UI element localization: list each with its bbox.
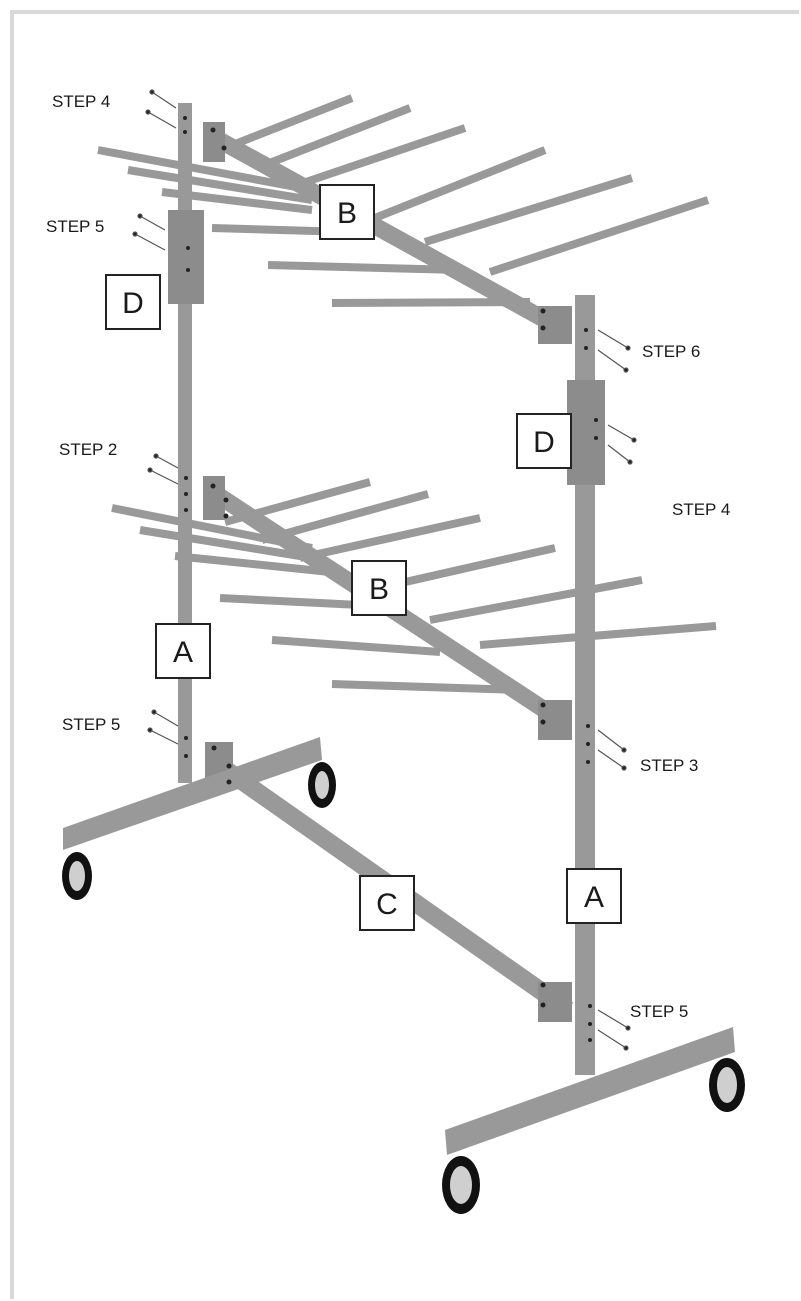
left-upright (168, 103, 204, 783)
top-main-bar (205, 127, 565, 336)
top-arm (423, 174, 634, 246)
mid-arm (429, 576, 643, 624)
top-arm (267, 261, 461, 274)
left-base (62, 737, 336, 900)
part-label-c: C (359, 875, 415, 931)
bracket-plate (203, 476, 225, 520)
screws (132, 89, 637, 1051)
label-c-text: C (376, 888, 398, 921)
right-base (442, 1027, 745, 1214)
mid-arm (271, 636, 441, 656)
label-b-mid-text: B (369, 573, 389, 606)
step-label-top-right: STEP 6 (642, 342, 700, 361)
top-arm (488, 196, 710, 276)
top-arm (373, 146, 547, 222)
left-back-wheel-hub (315, 771, 329, 799)
top-arm (223, 94, 354, 152)
label-a-left-text: A (173, 636, 193, 669)
step-label-right-mid: STEP 4 (672, 500, 730, 519)
bracket-plate (203, 122, 225, 162)
left-upright-tube (178, 103, 192, 783)
mid-arm (219, 594, 361, 609)
bracket-plates (203, 122, 572, 1022)
part-label-a-right: A (566, 868, 622, 924)
step-label-bottom-right: STEP 5 (630, 1002, 688, 1021)
step-label-upper-left: STEP 5 (46, 217, 104, 236)
top-arm (97, 146, 313, 194)
mid-arm (331, 680, 521, 694)
right-upright (567, 295, 605, 1075)
step-label-top-left: STEP 4 (52, 92, 110, 111)
mid-arm (139, 526, 313, 562)
label-d-right-text: D (533, 426, 555, 459)
diagram-frame (10, 10, 799, 1299)
bolt-holes (183, 116, 598, 1042)
part-label-b-mid: B (351, 560, 407, 616)
mid-arm (174, 552, 331, 576)
top-arm (298, 124, 467, 188)
right-back-wheel-hub (717, 1067, 737, 1103)
label-d-left-text: D (122, 287, 144, 320)
left-base-foot (63, 737, 322, 850)
left-connector-plate (168, 210, 204, 304)
top-arm-assembly (97, 94, 710, 336)
mid-arm (479, 622, 717, 649)
right-front-wheel-hub (450, 1166, 472, 1204)
part-label-d-right: D (516, 413, 572, 469)
middle-arm-assembly (111, 478, 717, 728)
step-label-low-left: STEP 5 (62, 715, 120, 734)
left-front-wheel-hub (69, 861, 85, 891)
mid-arm (299, 514, 481, 562)
right-connector-plate (567, 380, 605, 485)
label-b-top-text: B (337, 197, 357, 230)
bracket-plate (538, 982, 572, 1022)
part-label-b-top: B (319, 184, 375, 240)
step-label-low-right: STEP 3 (640, 756, 698, 775)
top-arm (260, 104, 412, 170)
label-a-right-text: A (584, 881, 604, 914)
part-label-d-left: D (105, 274, 161, 330)
top-arm (127, 166, 313, 204)
step-label-mid-left: STEP 2 (59, 440, 117, 459)
right-base-foot (445, 1027, 735, 1155)
part-label-a-left: A (155, 623, 211, 679)
